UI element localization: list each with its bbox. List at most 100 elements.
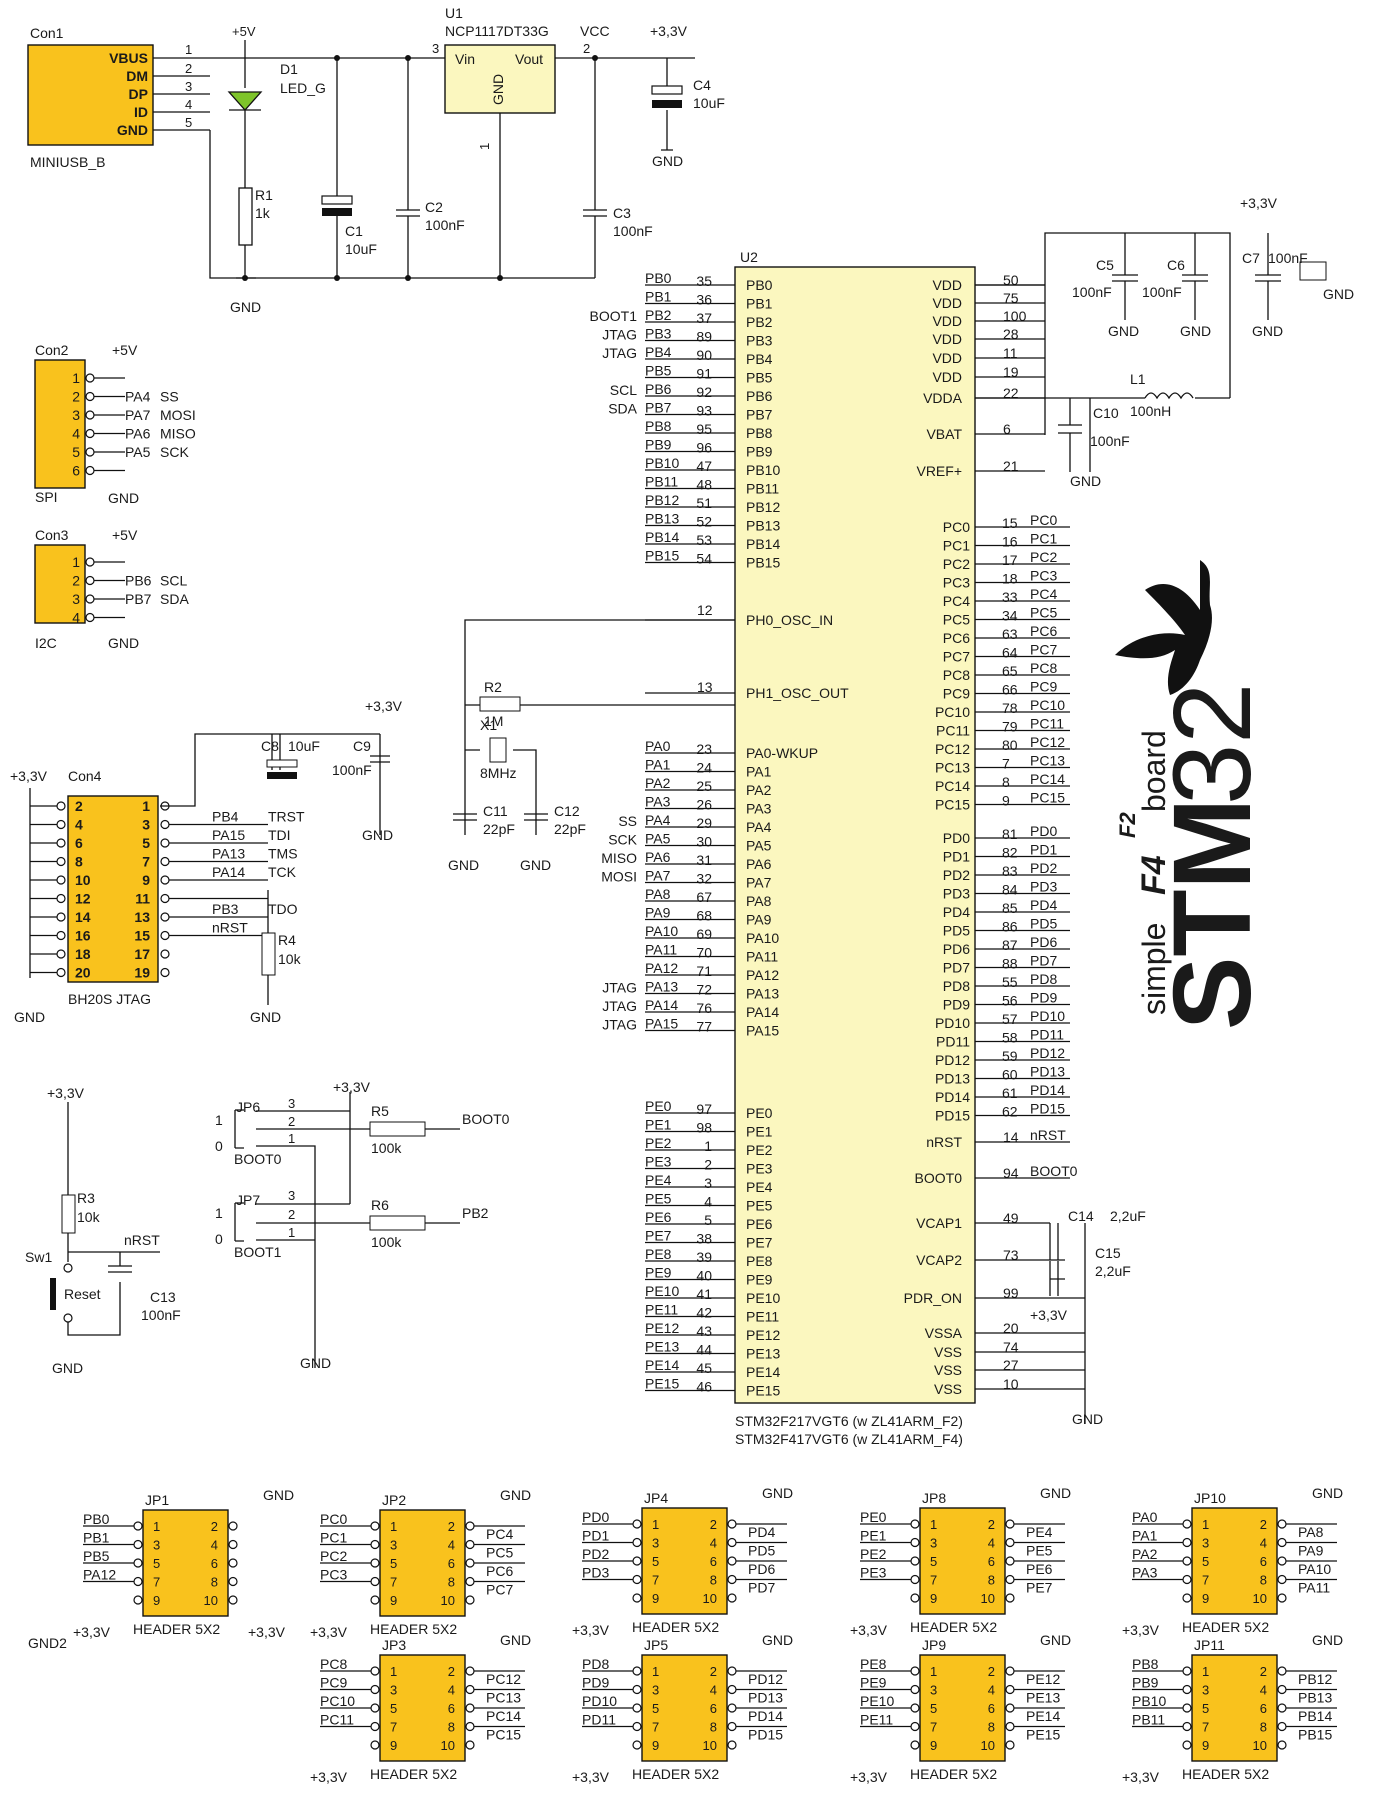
header-pin-circle — [1277, 1740, 1287, 1750]
r1-ref: R1 — [255, 187, 273, 203]
pc-net: PC10 — [1030, 697, 1065, 713]
spi-pin-num: 3 — [72, 407, 80, 423]
header-pin-num: 9 — [390, 1738, 397, 1753]
pa-pin-num: 31 — [696, 852, 712, 868]
pd-pin-num: 87 — [1002, 937, 1018, 953]
header-left-net: PC0 — [320, 1511, 347, 1527]
header-right-net: PD14 — [748, 1708, 783, 1724]
oscillator: R2 1M X1 8MHz C11 22pF C12 22pF GND GND … — [448, 602, 735, 873]
jtag-name: BH20S JTAG — [68, 991, 151, 1007]
header-pin-num: 4 — [710, 1536, 717, 1551]
pa-pin-name: PA9 — [746, 912, 772, 928]
pd-pin-num: 56 — [1002, 993, 1018, 1009]
c9-ref: C9 — [353, 738, 371, 754]
pd-pin-name: PD0 — [943, 830, 970, 846]
header-plus33: +3,3V — [73, 1624, 111, 1640]
header-pin-num: 6 — [448, 1556, 455, 1571]
header-pin-circle — [910, 1556, 920, 1566]
pb-pin-name: PB7 — [746, 407, 773, 423]
led-icon — [227, 91, 263, 111]
pd-net: PD4 — [1030, 897, 1057, 913]
header-pin-num: 6 — [710, 1701, 717, 1716]
header-pin-num: 4 — [988, 1536, 995, 1551]
header-pin-circle — [1182, 1666, 1192, 1676]
spi-pin-circle — [85, 447, 95, 457]
pa-net: PA1 — [645, 757, 671, 773]
pe-net: PE0 — [645, 1098, 672, 1114]
spi-pin-num: 2 — [72, 389, 80, 405]
c14-val: 2,2uF — [1110, 1208, 1146, 1224]
c9-val: 100nF — [332, 762, 372, 778]
pb-pin-num: 95 — [696, 421, 712, 437]
header-left-net: PE8 — [860, 1656, 887, 1672]
reset-gnd: GND — [52, 1360, 83, 1376]
junction — [334, 55, 340, 61]
pa-net: PA15 — [645, 1016, 678, 1032]
header-pin-circle — [228, 1558, 238, 1568]
header-pin-num: 4 — [448, 1683, 455, 1698]
pc-net: PC3 — [1030, 568, 1057, 584]
header-part: HEADER 5X2 — [632, 1619, 719, 1635]
vcap-caps-icon — [1049, 1223, 1065, 1296]
header-pin-circle — [1277, 1574, 1287, 1585]
jtag-left-pin-circle — [56, 819, 66, 830]
header-pin-circle — [727, 1556, 737, 1566]
jtag-wires — [29, 733, 381, 978]
u2-body — [734, 266, 976, 1404]
header-gnd: GND — [500, 1632, 531, 1648]
pd-pin-name: PD11 — [936, 1034, 970, 1050]
header-part: HEADER 5X2 — [370, 1621, 457, 1637]
pe-net: PE6 — [645, 1209, 672, 1225]
header-plus33: +3,3V — [850, 1622, 888, 1638]
header-pin-circle — [228, 1539, 238, 1550]
pb-net: PB2 — [645, 307, 672, 323]
header-pin-num: 2 — [1260, 1517, 1267, 1532]
header-ref: JP1 — [145, 1492, 169, 1508]
header-pin-circle — [632, 1537, 642, 1548]
c5-ref: C5 — [1096, 257, 1114, 273]
boot-gnd: GND — [300, 1355, 331, 1371]
pa-pin-num: 70 — [696, 945, 712, 961]
header-body — [641, 1507, 728, 1615]
pc-net: PC2 — [1030, 549, 1057, 565]
pa-pin-num: 71 — [696, 963, 712, 979]
pe-net: PE7 — [645, 1228, 672, 1244]
jtag-left-pin-circle — [56, 875, 66, 885]
header-pin-circle — [1182, 1703, 1192, 1713]
jtag-left-pin-num: 8 — [75, 854, 83, 870]
pb-function: BOOT1 — [590, 308, 638, 324]
pe-net: PE9 — [645, 1265, 672, 1281]
pb-pin-num: 89 — [696, 329, 712, 345]
header-gnd: GND — [1040, 1485, 1071, 1501]
pd-pin-num: 86 — [1002, 919, 1018, 935]
pc-pin-num: 64 — [1002, 645, 1018, 661]
vcc-label: VCC — [580, 23, 610, 39]
pc-pin-name: PC8 — [943, 667, 970, 683]
header-pin-circle — [632, 1556, 642, 1566]
c8-ref: C8 — [261, 738, 279, 754]
header-body — [919, 1654, 1006, 1762]
pc-pin-num: 80 — [1002, 737, 1018, 753]
pd-pin-name: PD12 — [935, 1052, 970, 1068]
pc-net: PC9 — [1030, 679, 1057, 695]
header-left-net: PE0 — [860, 1509, 887, 1525]
header-pin-circle — [1005, 1537, 1015, 1548]
pa-pin-name: PA8 — [746, 893, 772, 909]
header-pin-num: 8 — [211, 1575, 218, 1590]
mcu-u2: U2 STM32F217VGT6 (w ZL41ARM_F2) STM32F41… — [590, 249, 1085, 1447]
pb-net: PB3 — [645, 326, 672, 342]
jtag-right-pin-num: 5 — [142, 835, 150, 851]
pc-pin-num: 34 — [1002, 608, 1018, 624]
pd-pin-num: 55 — [1002, 974, 1018, 990]
misc-pin-name: PDR_ON — [904, 1290, 962, 1306]
header-pin-num: 7 — [390, 1575, 397, 1590]
misc-net: BOOT0 — [1030, 1163, 1078, 1179]
decouple-cap-icons — [1112, 274, 1281, 282]
header-pin-circle — [910, 1666, 920, 1676]
header-pin-circle — [632, 1740, 642, 1750]
header-pin-num: 1 — [652, 1517, 659, 1532]
header-pin-num: 10 — [703, 1591, 717, 1606]
pd-net: PD1 — [1030, 842, 1057, 858]
butterfly-icon — [1115, 560, 1212, 695]
pb-pin-name: PB8 — [746, 425, 773, 441]
